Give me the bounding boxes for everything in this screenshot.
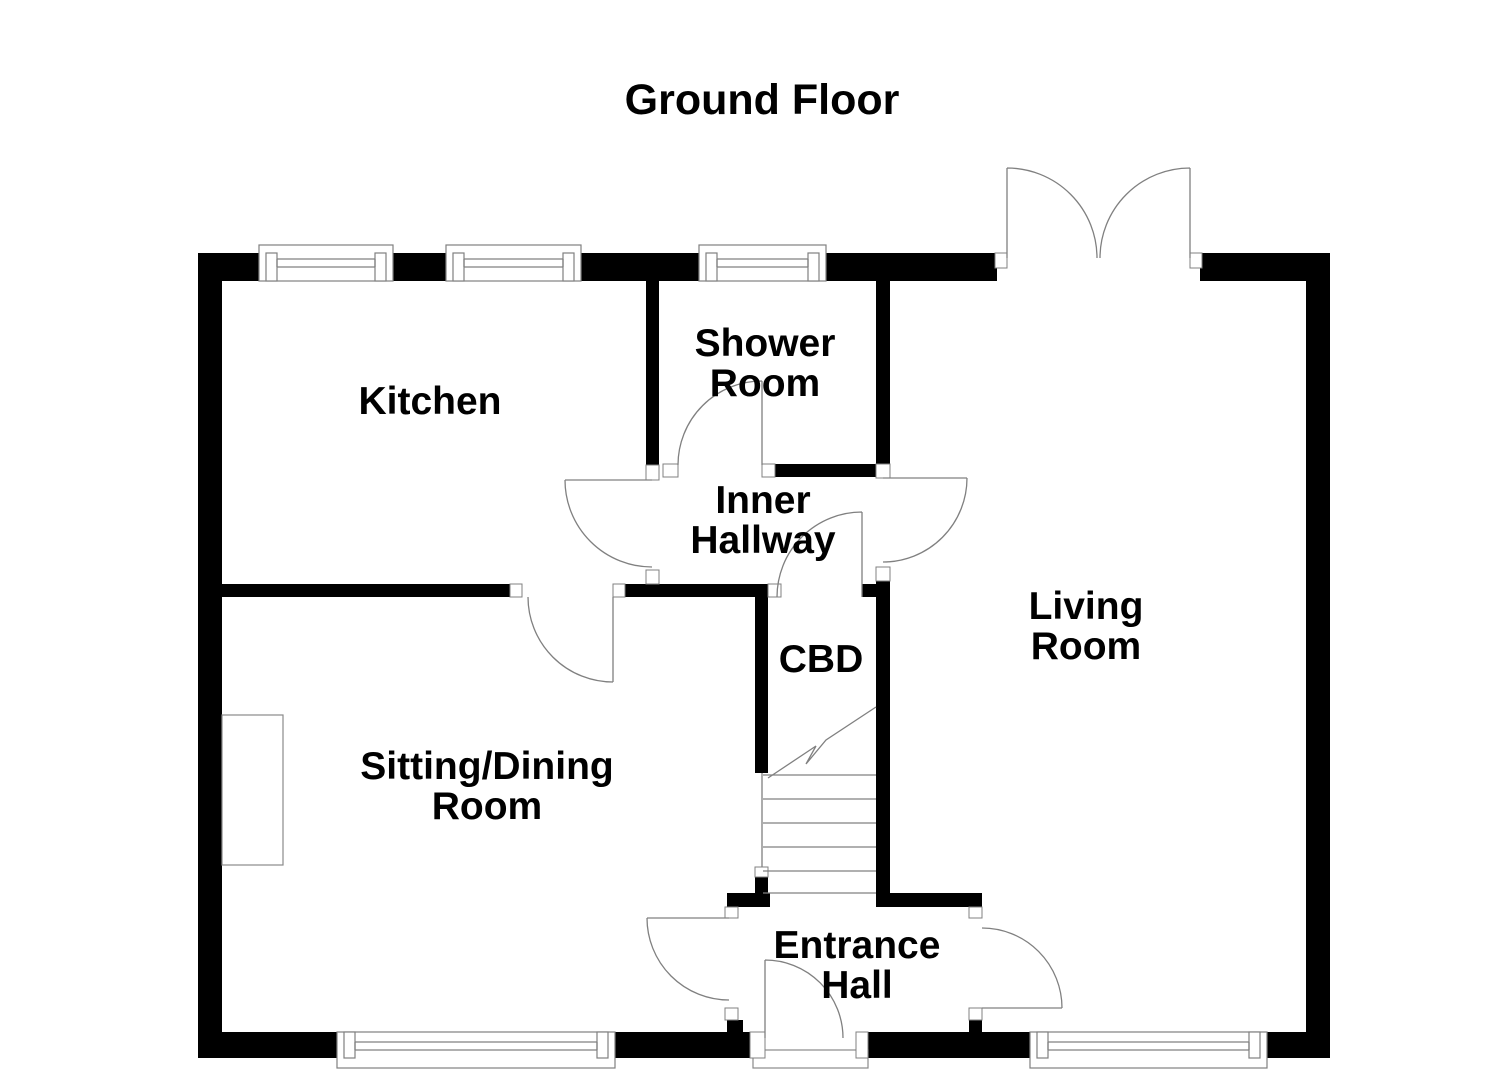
right-wall [1306,253,1330,1058]
room-label-shower-room: Shower Room [695,324,836,404]
kitchen-window-1 [258,244,394,282]
room-label-sitting-dining-room-line2: Room [431,785,543,828]
room-label-living-room-line1: Living [1028,585,1144,628]
french-door-right [1099,167,1191,259]
cbd-door [776,511,863,598]
front-door-step [752,1049,869,1069]
bottom-wall-segment [1260,1032,1330,1058]
top-wall-segment [819,253,997,281]
plan-title: Ground Floor [624,76,900,124]
room-label-cbd: CBD [779,640,864,680]
room-label-sitting-dining-room: Sitting/Dining Room [360,747,613,827]
sitting-room-door [527,596,614,683]
bottom-wall-segment [608,1032,750,1058]
staircase [761,706,877,894]
top-wall-segment [574,253,706,281]
stairs-west-wall-stub [755,877,768,893]
cbd-west-wall [755,584,768,773]
bottom-wall-segment [868,1032,1037,1058]
left-wall [198,253,222,1058]
entrance-west-door-stub [727,1020,743,1032]
kitchen-south-wall-west [222,584,510,597]
french-door-left [1006,167,1098,259]
kitchen-shower-divider-wall [646,281,659,465]
room-label-entrance-hall-line2: Hall [821,964,893,1007]
top-wall-segment [386,253,453,281]
room-label-shower-room-line1: Shower [694,322,836,365]
room-label-cbd-text: CBD [778,638,864,681]
room-label-living-room-line2: Room [1030,625,1142,668]
room-label-kitchen: Kitchen [358,382,501,422]
room-label-inner-hallway: Inner Hallway [690,481,835,561]
entrance-hall-north-wall-east [876,893,982,907]
room-label-inner-hallway-line2: Hallway [690,519,836,562]
room-label-entrance-hall: Entrance Hall [774,926,941,1006]
room-label-sitting-dining-room-line1: Sitting/Dining [360,745,614,788]
entrance-hall-north-wall-west [727,893,770,907]
room-label-kitchen-text: Kitchen [358,380,502,423]
room-label-entrance-hall-line1: Entrance [773,924,941,967]
shower-south-wall [775,464,876,477]
living-room-window [1029,1031,1268,1069]
bottom-wall-segment [198,1032,344,1058]
entrance-living-room-door [981,927,1063,1009]
shower-room-window [698,244,827,282]
doors [527,167,1191,1039]
door-jambs [509,252,1203,1059]
front-door [764,959,844,1039]
top-wall-segment [198,253,266,281]
room-label-inner-hallway-line1: Inner [715,479,811,522]
kitchen-window-2 [445,244,582,282]
kitchen-south-wall-east [625,584,768,597]
top-wall-segment [1200,253,1330,281]
living-room-west-wall-upper [876,281,890,478]
interior-walls [222,281,982,1032]
cbd-door-hinge-stub [862,584,876,597]
entrance-east-door-stub [969,1020,982,1032]
hallway-living-room-door [882,477,968,563]
sitting-room-window [336,1031,616,1069]
exterior-walls [198,253,1330,1058]
living-room-west-wall-lower [876,581,890,893]
stairs-treads [763,774,876,894]
room-label-shower-room-line2: Room [709,362,821,405]
room-label-living-room: Living Room [1029,587,1144,667]
entrance-sitting-room-door [646,917,730,1001]
shower-room-door [677,380,763,466]
stairs-break-line [767,706,877,779]
kitchen-door [564,479,653,568]
chimney-breast [221,714,284,866]
